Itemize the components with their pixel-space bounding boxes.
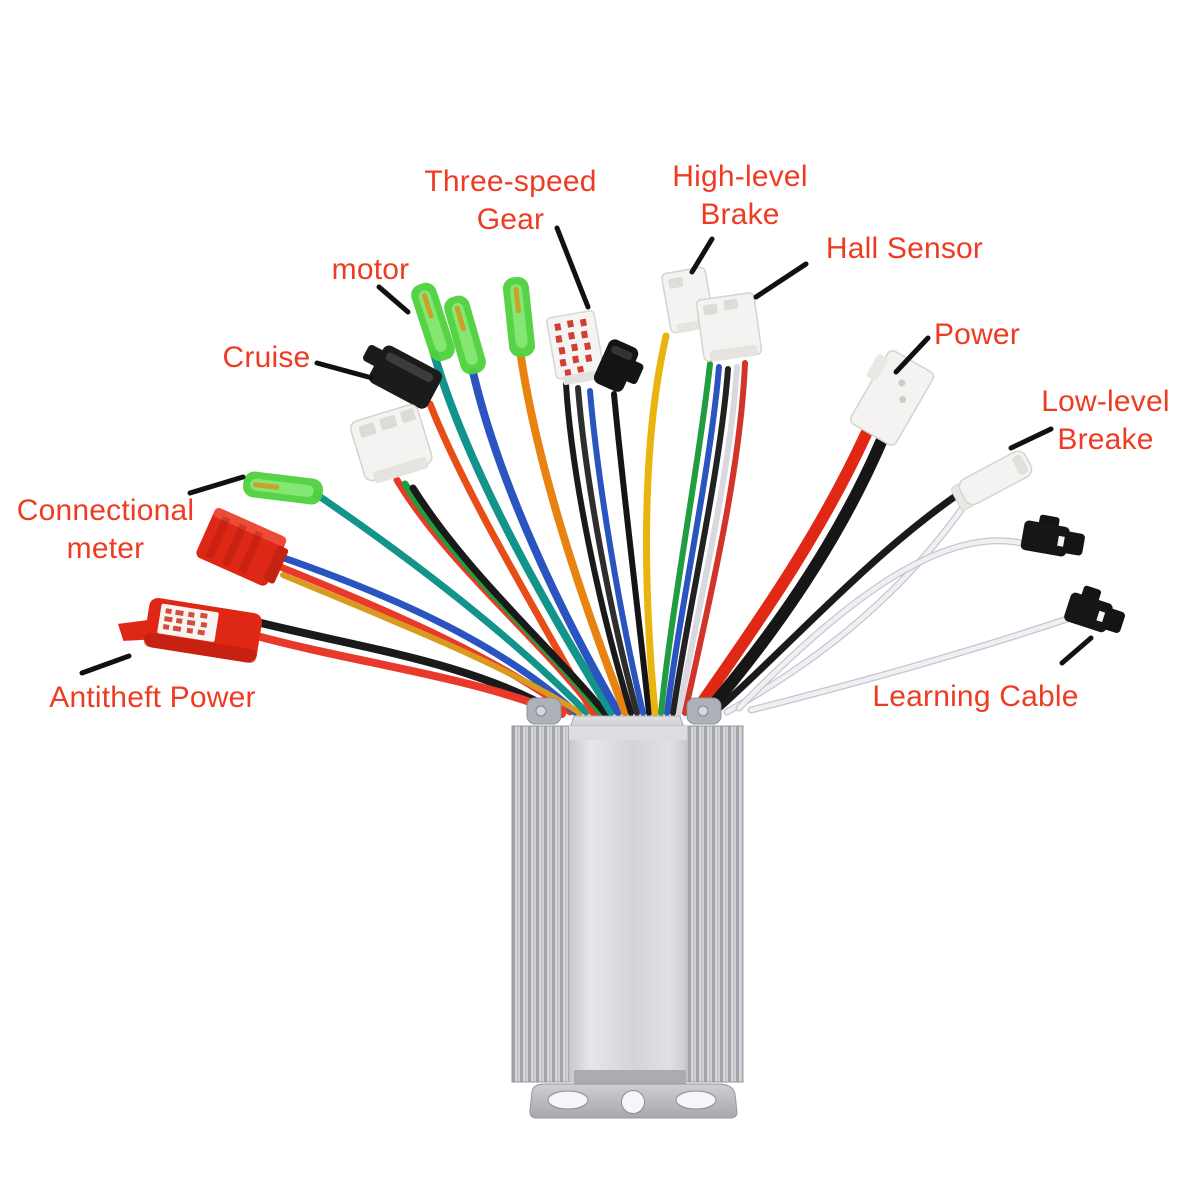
- wire-meter-gold: [280, 572, 583, 716]
- low-level-brake-connector: [951, 450, 1033, 511]
- controller-bottom-plate: [574, 1070, 686, 1086]
- leader-motor: [376, 284, 411, 315]
- wire-antitheft-red: [249, 631, 566, 718]
- leader-power: [893, 335, 931, 375]
- antitheft-power-connector: [118, 597, 262, 664]
- bracket-hole-center: [621, 1090, 645, 1114]
- wire-learning-white: [748, 615, 1073, 713]
- wire-highbrake-yellow: [642, 332, 670, 717]
- label-connectional-meter: Connectional meter: [16, 494, 195, 566]
- wire-hall-green: [658, 361, 713, 716]
- label-hall-sensor: Hall Sensor: [825, 232, 984, 265]
- wire-blackplug-black: [611, 391, 652, 716]
- wire-gear-black-1: [563, 381, 634, 716]
- controller-center-panel: [568, 725, 688, 1083]
- wire-gear-blue: [587, 388, 646, 716]
- hall-sensor-connector: [695, 292, 763, 362]
- leader-high-level-brake: [689, 236, 715, 275]
- label-low-level-breake: Low-level Breake: [1041, 385, 1170, 457]
- three-speed-gear-connector: [546, 309, 605, 386]
- controller-fins-left: [511, 725, 570, 1083]
- wire-power-black: [701, 436, 887, 718]
- meter-bullet-connector: [241, 470, 325, 506]
- wire-gear-black-2: [575, 385, 640, 716]
- controller-panel-bevel: [569, 726, 687, 740]
- wire-hall-white: [676, 364, 740, 716]
- controller-fins-right: [686, 725, 744, 1083]
- wire-whiteplug-black: [409, 484, 610, 718]
- leader-three-speed-gear: [554, 225, 591, 310]
- wire-meter-teal: [312, 490, 590, 716]
- wire-hall-black: [670, 366, 731, 716]
- wire-motor-orange: [517, 353, 629, 716]
- small-black-connector: [593, 339, 644, 392]
- label-high-level-brake: High-level Brake: [672, 160, 808, 232]
- leader-hall-sensor: [753, 261, 809, 300]
- bracket-slot-left: [547, 1090, 589, 1110]
- wire-hall-blue: [664, 364, 722, 716]
- power-connector: [849, 350, 935, 446]
- leader-low-level-breake: [1008, 426, 1054, 451]
- wire-hall-red: [682, 360, 748, 716]
- bracket-slot-right: [675, 1090, 717, 1110]
- leader-cruise: [314, 360, 375, 381]
- cruise-connector: [363, 344, 442, 409]
- motor-bullet-connector-3: [501, 275, 537, 359]
- learning-cable-sm-connector: [1064, 585, 1126, 633]
- screw-hole-right: [697, 705, 709, 717]
- leader-antitheft-power: [79, 653, 132, 676]
- label-power: Power: [933, 318, 1021, 351]
- label-learning-cable: Learning Cable: [872, 680, 1079, 713]
- leader-connectional-meter: [187, 474, 246, 496]
- label-motor: motor: [331, 253, 410, 286]
- low-level-brake-sm-connector: [1020, 514, 1085, 557]
- wire-harness: [249, 332, 1074, 718]
- label-cruise: Cruise: [222, 341, 311, 374]
- white-multipin-connector: [349, 404, 433, 484]
- wire-antitheft-black: [249, 617, 560, 716]
- label-three-speed-gear: Three-speed Gear: [424, 165, 597, 237]
- leader-lines: [79, 225, 1094, 676]
- wire-power-red: [691, 428, 872, 716]
- leader-learning-cable: [1059, 635, 1094, 666]
- controller-body: [511, 697, 744, 1119]
- connectors: [118, 266, 1126, 664]
- wire-motor-blue: [469, 368, 622, 716]
- meter-jst-connector: [196, 507, 289, 586]
- wire-motor-teal: [430, 350, 615, 716]
- wire-lowbrake-black: [713, 489, 964, 714]
- wire-meter-blue: [277, 553, 579, 716]
- label-antitheft-power: Antitheft Power: [49, 681, 256, 714]
- screw-hole-left: [535, 705, 547, 717]
- wire-sm1-white: [736, 538, 1024, 711]
